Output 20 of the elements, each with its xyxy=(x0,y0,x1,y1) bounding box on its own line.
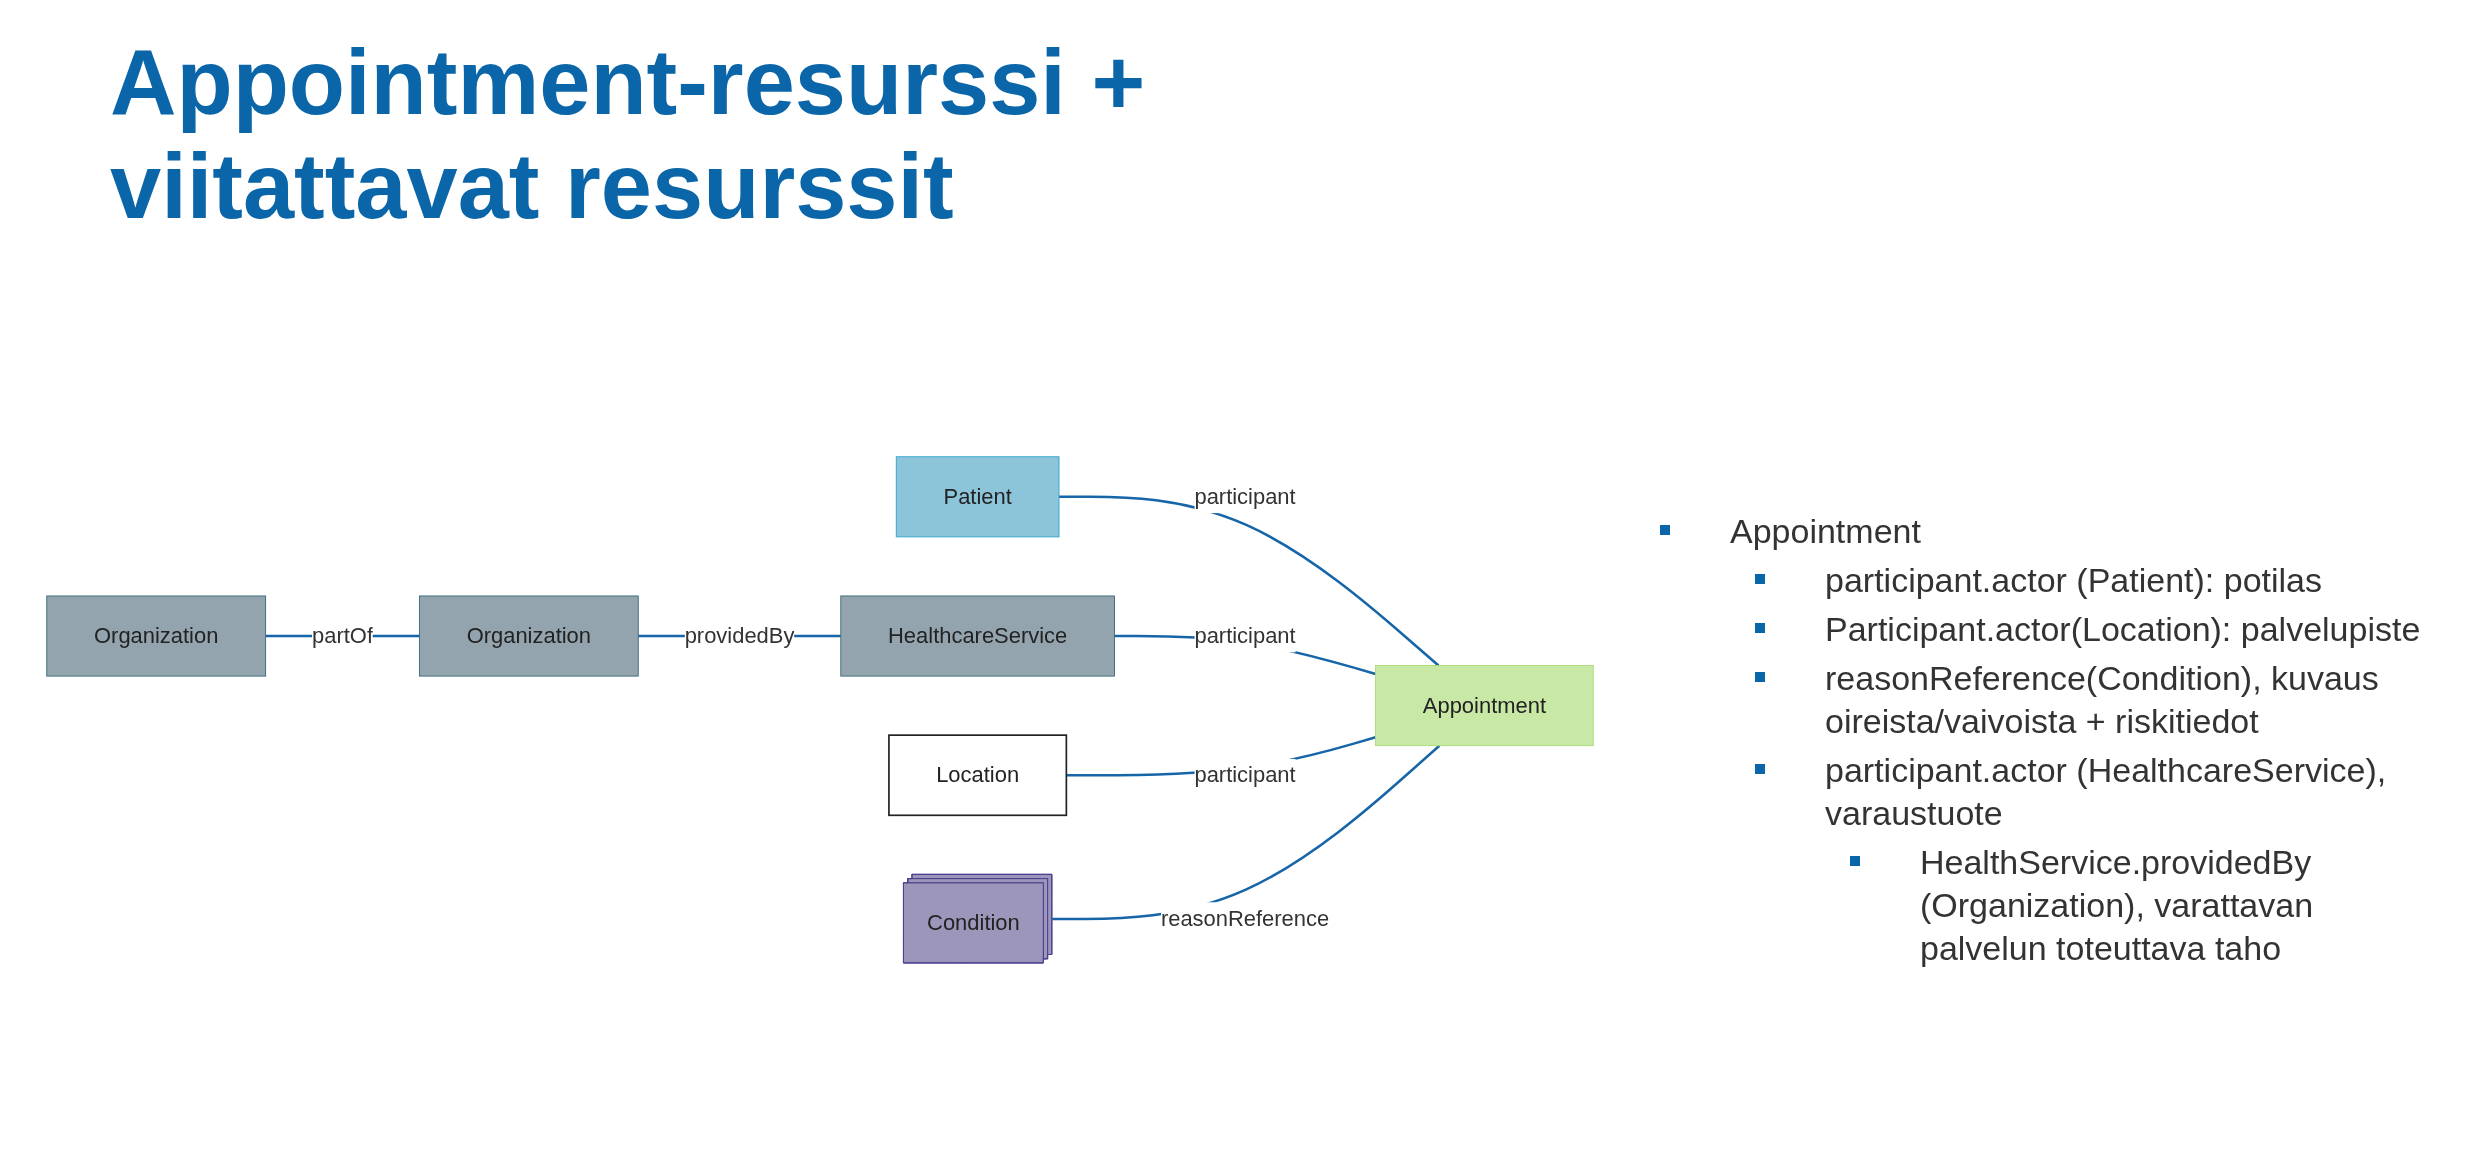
edge-label: participant xyxy=(1194,483,1296,510)
edge-label: reasonReference xyxy=(1160,905,1330,932)
node-box: Organization xyxy=(418,595,639,677)
slide-title: Appointment-resurssi + viitattavat resurssit xyxy=(110,30,1147,238)
bullet-text: participant.actor (Patient): potilas xyxy=(1825,561,2323,599)
node-box: HealthcareService xyxy=(840,595,1115,677)
edge-label: participant xyxy=(1194,762,1296,788)
edge-label: participant xyxy=(1194,623,1296,649)
node-box: Organization xyxy=(46,595,267,677)
node-box: Patient xyxy=(895,456,1060,538)
edge-label: partOf xyxy=(312,623,373,649)
node-box: Appointment xyxy=(1375,665,1594,747)
node-box: Location xyxy=(888,734,1068,817)
connector xyxy=(1052,744,1441,921)
bullet-text: HealthService.providedBy (Organization), varattavan palvelun toteuttava taho xyxy=(1920,843,2314,967)
connector xyxy=(1059,495,1440,667)
bullet-text: participant.actor (HealthcareService), varaustuote xyxy=(1825,751,2387,832)
edge-label: providedBy xyxy=(684,623,795,649)
bullet-text: Appointment xyxy=(1730,512,1921,550)
bullet-text: Participant.actor(Location): palvelupiste xyxy=(1825,610,2421,648)
